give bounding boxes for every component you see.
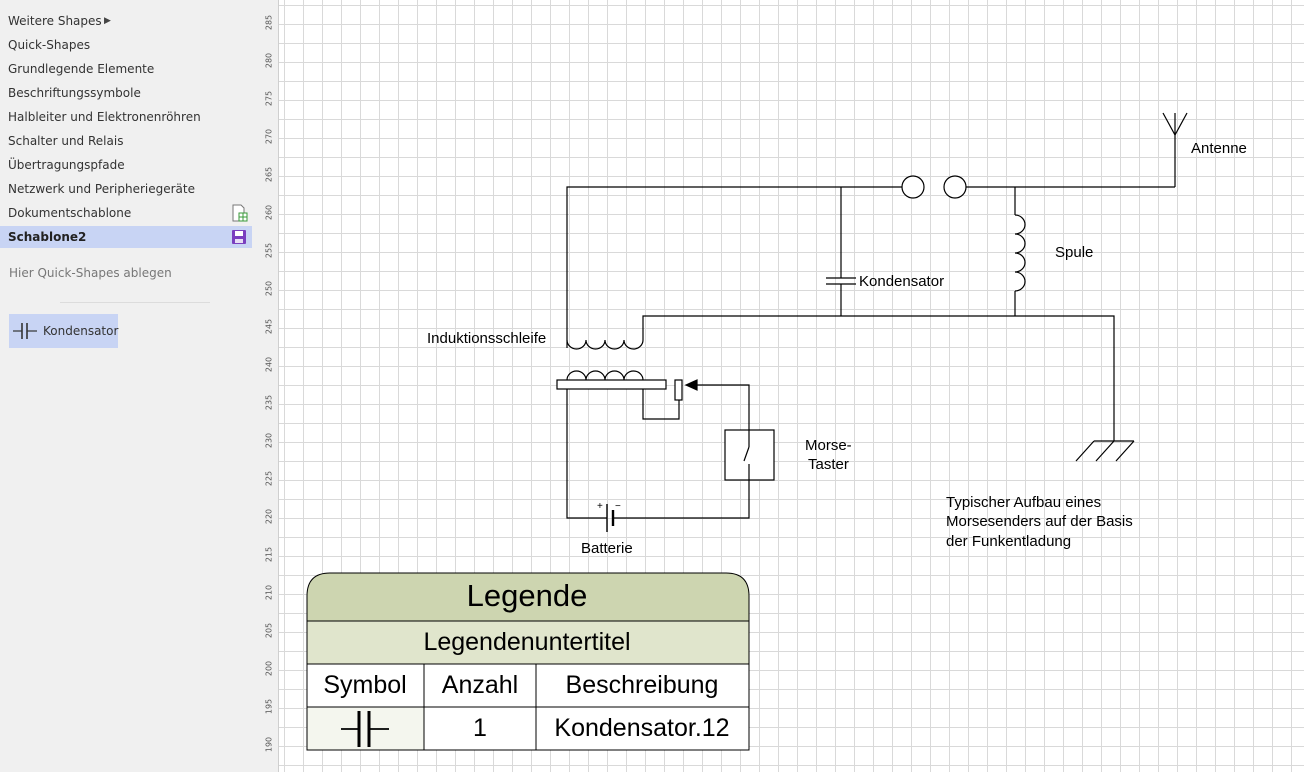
sidebar-item-label: Dokumentschablone	[8, 206, 132, 220]
coil-symbol[interactable]	[1014, 187, 1026, 316]
sidebar-item-schalter-relais[interactable]: Schalter und Relais	[0, 130, 252, 152]
wire[interactable]	[642, 315, 1115, 441]
circuit-diagram: Antenne Spule Kondensator Induktionsschl…	[306, 112, 1247, 751]
legend-table[interactable]: Legende Legendenuntertitel Symbol Anzahl…	[306, 572, 750, 751]
interrupter-contact[interactable]	[674, 379, 683, 401]
ruler-label: 285	[264, 14, 274, 31]
label-batterie: Batterie	[581, 540, 633, 557]
ruler-label: 195	[264, 698, 274, 715]
iron-core[interactable]	[556, 379, 667, 390]
ruler-label: 250	[264, 280, 274, 297]
sidebar-item-schablone2[interactable]: Schablone2	[0, 226, 252, 248]
quick-shape-label: Kondensator	[43, 324, 119, 338]
ruler-label: 240	[264, 356, 274, 373]
primary-coil[interactable]	[566, 370, 644, 381]
legend-capacitor-icon	[341, 711, 389, 747]
ruler-label: 260	[264, 204, 274, 221]
legend-row-count: 1	[473, 714, 487, 742]
ground-symbol[interactable]	[1075, 440, 1135, 462]
ruler-label: 255	[264, 242, 274, 259]
legend-header-beschreibung: Beschreibung	[566, 671, 719, 699]
spark-gap-electrode[interactable]	[901, 175, 925, 199]
wire[interactable]	[642, 389, 680, 420]
label-spule: Spule	[1055, 244, 1093, 261]
sidebar-item-label: Weitere Shapes	[8, 14, 102, 28]
label-morse-line2: Taster	[808, 456, 849, 473]
note-line-2: Morsesenders auf der Basis	[946, 513, 1133, 530]
quick-shapes-drop-hint: Hier Quick-Shapes ablegen	[9, 266, 172, 280]
morse-key-switch[interactable]	[743, 430, 750, 480]
ruler-label: 275	[264, 90, 274, 107]
ruler-label: 280	[264, 52, 274, 69]
drawing-canvas[interactable]: Antenne Spule Kondensator Induktionsschl…	[279, 0, 1304, 772]
sidebar-item-weitere-shapes[interactable]: Weitere Shapes ▶	[0, 10, 252, 32]
wire[interactable]	[696, 384, 750, 430]
sidebar-item-quick-shapes[interactable]: Quick-Shapes	[0, 34, 252, 56]
sidebar-item-label: Schalter und Relais	[8, 134, 124, 148]
shapes-sidebar: Weitere Shapes ▶ Quick-Shapes Grundlegen…	[0, 0, 262, 772]
wire[interactable]	[566, 186, 902, 348]
ruler-label: 205	[264, 622, 274, 639]
sidebar-item-beschriftungssymbole[interactable]: Beschriftungssymbole	[0, 82, 252, 104]
sidebar-item-label: Schablone2	[8, 230, 87, 244]
chevron-right-icon: ▶	[104, 16, 111, 26]
spark-gap-electrode[interactable]	[943, 175, 967, 199]
label-kondensator: Kondensator	[859, 273, 944, 290]
sidebar-divider	[60, 302, 210, 303]
ruler-label: 210	[264, 584, 274, 601]
legend-subtitle: Legendenuntertitel	[423, 628, 630, 656]
ruler-label: 200	[264, 660, 274, 677]
ruler-label: 225	[264, 470, 274, 487]
label-morse-line1: Morse-	[805, 437, 852, 454]
stencil-document-icon	[232, 204, 248, 222]
quick-shape-kondensator[interactable]: Kondensator	[9, 314, 118, 348]
save-icon[interactable]	[230, 228, 248, 246]
ruler-label: 235	[264, 394, 274, 411]
battery-symbol[interactable]	[606, 504, 615, 532]
battery-plus-sign: +	[597, 501, 603, 512]
label-induktionsschleife: Induktionsschleife	[427, 330, 546, 347]
sidebar-item-label: Grundlegende Elemente	[8, 62, 155, 76]
induction-loop-coil[interactable]	[566, 339, 644, 350]
ruler-label: 270	[264, 128, 274, 145]
legend-title: Legende	[467, 578, 588, 613]
note-line-1: Typischer Aufbau eines	[946, 494, 1101, 511]
ruler-label: 215	[264, 546, 274, 563]
ruler-label: 265	[264, 166, 274, 183]
ruler-label: 245	[264, 318, 274, 335]
capacitor-icon	[13, 323, 37, 339]
sidebar-item-label: Übertragungspfade	[8, 158, 125, 172]
battery-minus-sign: −	[615, 501, 621, 512]
ruler-label: 230	[264, 432, 274, 449]
capacitor-symbol[interactable]	[826, 277, 856, 285]
legend-header-anzahl: Anzahl	[442, 671, 518, 699]
vertical-ruler[interactable]: 285 280 275 270 265 260 255 250 245 240 …	[262, 0, 279, 772]
sidebar-item-dokumentschablone[interactable]: Dokumentschablone	[0, 202, 252, 224]
sidebar-item-label: Quick-Shapes	[8, 38, 91, 52]
sidebar-item-grundlegende-elemente[interactable]: Grundlegende Elemente	[0, 58, 252, 80]
sidebar-item-uebertragungspfade[interactable]: Übertragungspfade	[0, 154, 252, 176]
arrow-head	[684, 379, 698, 391]
wire[interactable]	[566, 389, 607, 519]
sidebar-item-label: Netzwerk und Peripheriegeräte	[8, 182, 195, 196]
sidebar-item-label: Halbleiter und Elektronenröhren	[8, 110, 201, 124]
antenna-symbol[interactable]	[1162, 112, 1188, 187]
sidebar-item-label: Beschriftungssymbole	[8, 86, 141, 100]
note-line-3: der Funkentladung	[946, 533, 1071, 550]
label-antenne: Antenne	[1191, 140, 1247, 157]
ruler-label: 190	[264, 736, 274, 753]
sidebar-item-halbleiter[interactable]: Halbleiter und Elektronenröhren	[0, 106, 252, 128]
legend-header-symbol: Symbol	[323, 671, 406, 699]
wire[interactable]	[613, 480, 750, 519]
ruler-label: 220	[264, 508, 274, 525]
legend-row-description: Kondensator.12	[554, 714, 729, 742]
sidebar-item-netzwerk[interactable]: Netzwerk und Peripheriegeräte	[0, 178, 252, 200]
